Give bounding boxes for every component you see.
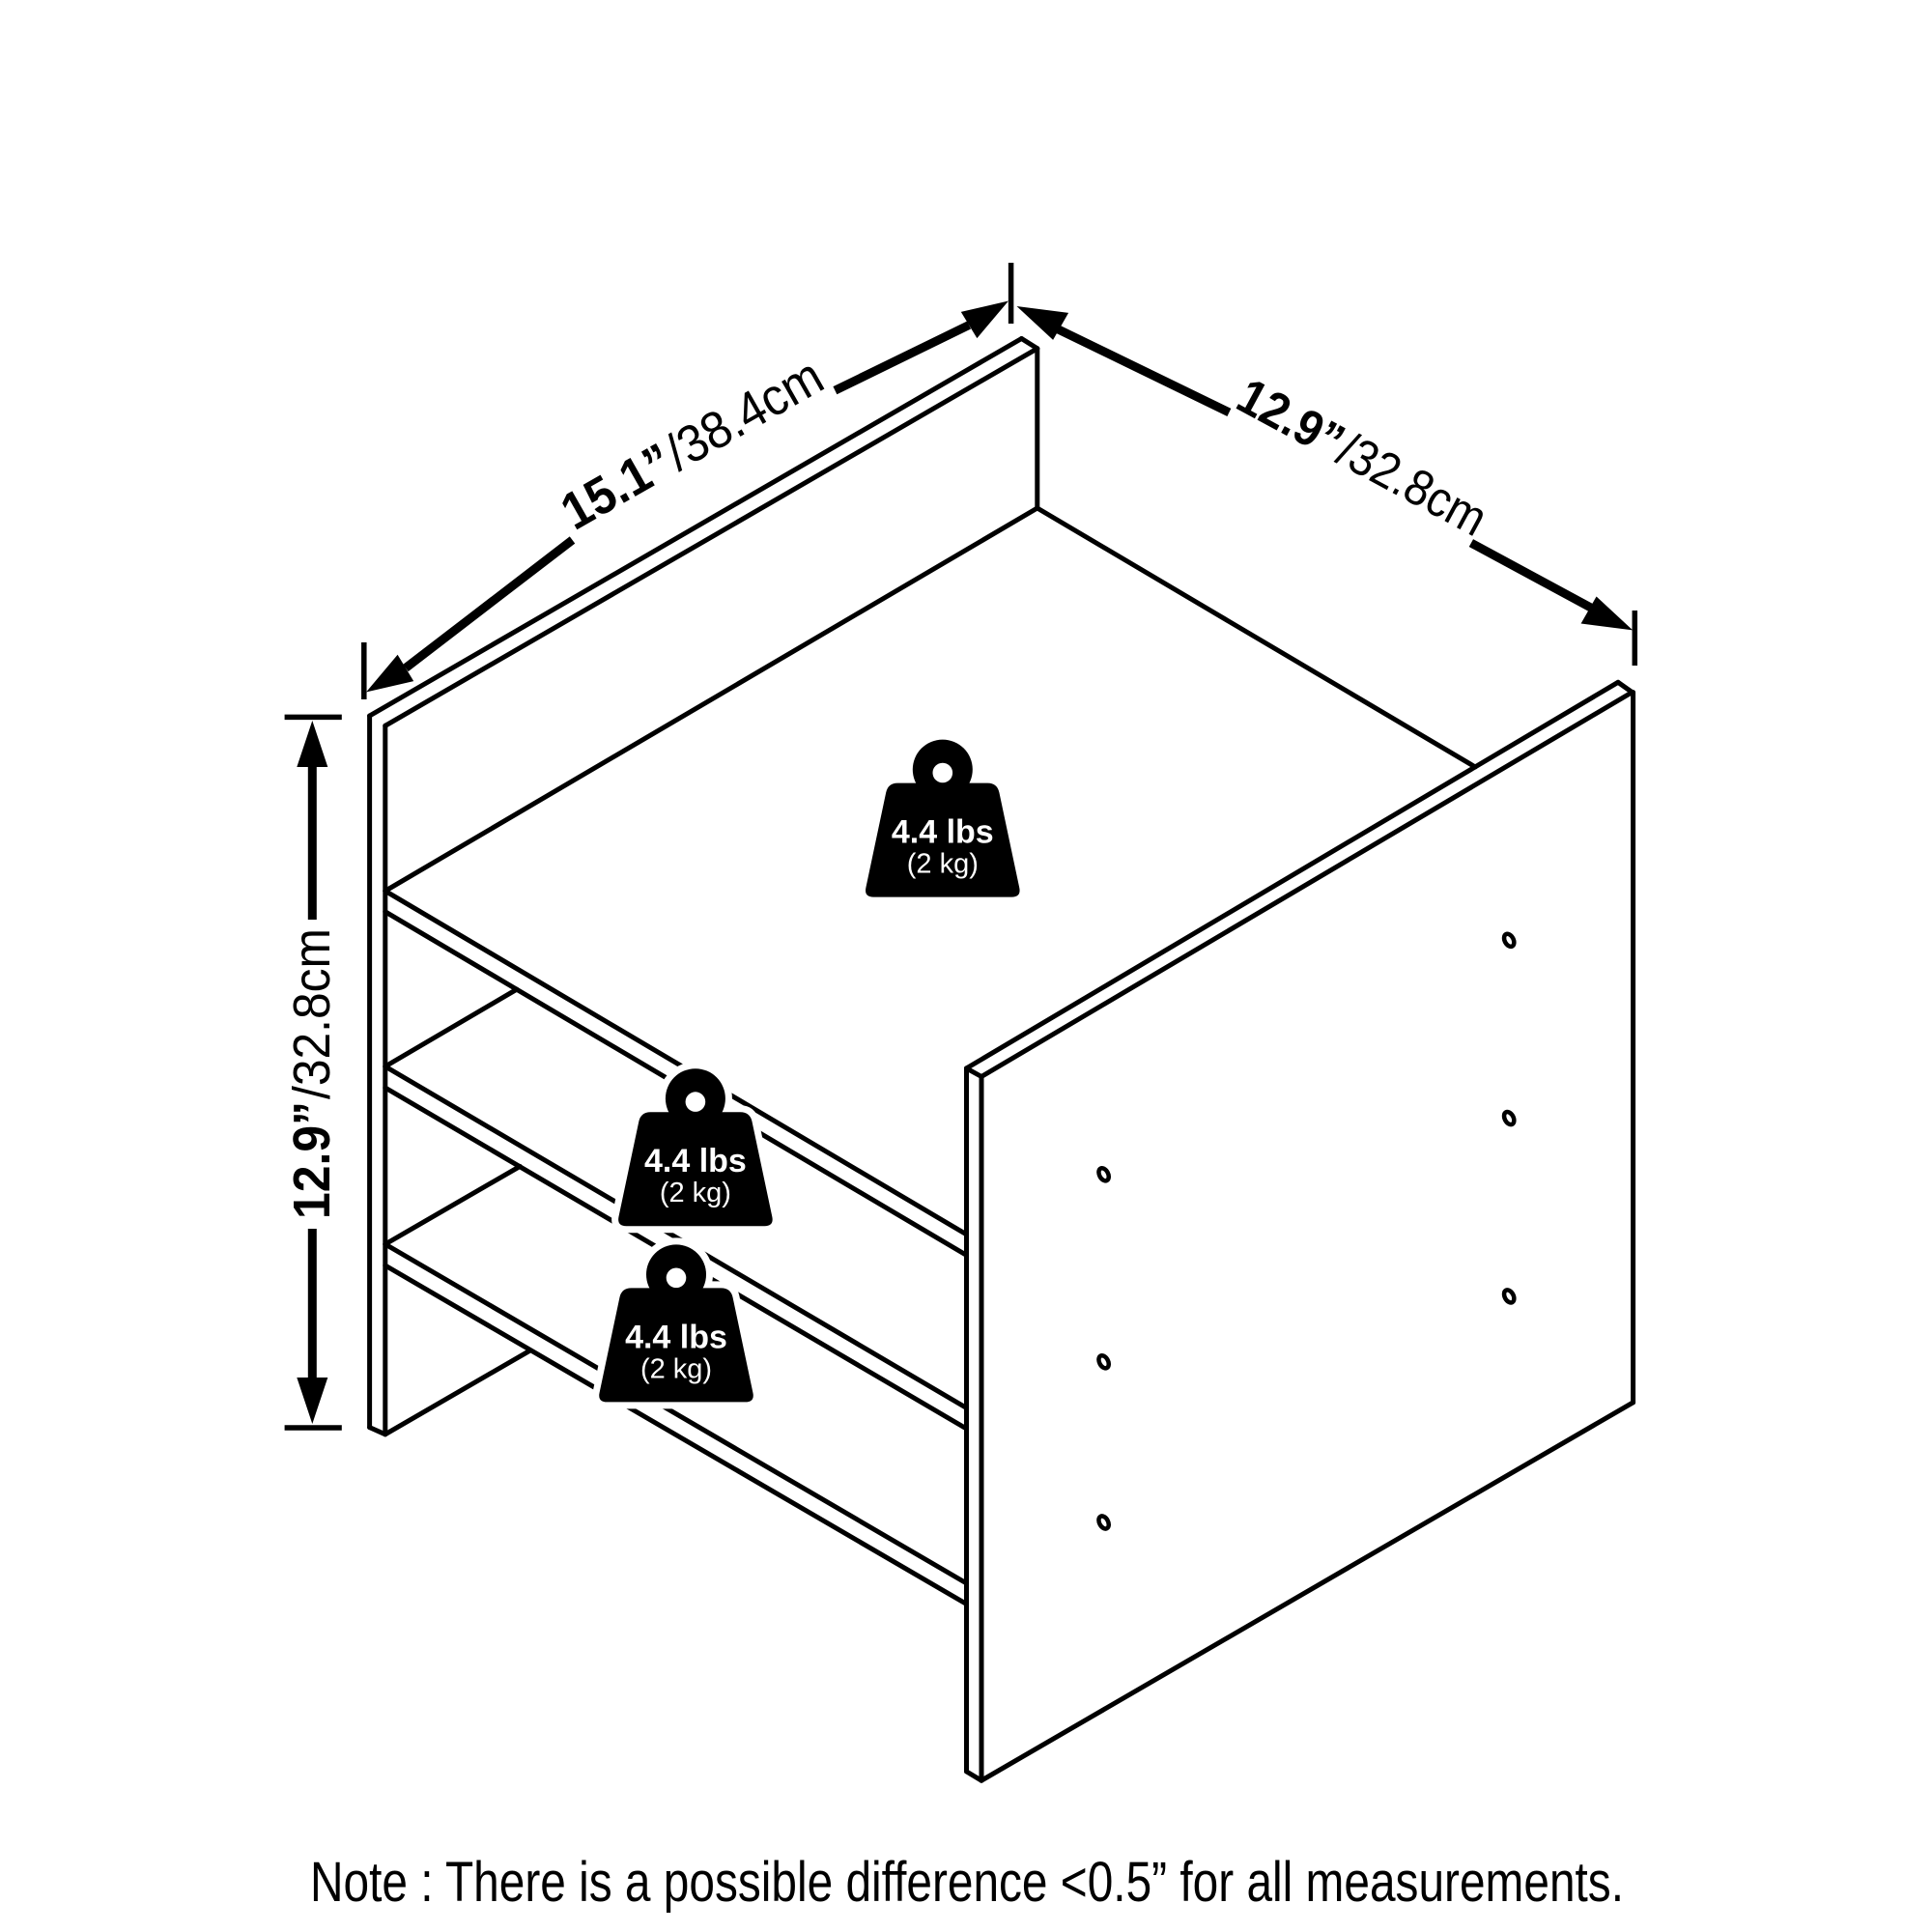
svg-text:12.9”: 12.9”: [283, 1101, 341, 1219]
svg-text:(2 kg): (2 kg): [640, 1353, 712, 1384]
svg-text:(2 kg): (2 kg): [660, 1178, 731, 1208]
svg-text:4.4 lbs: 4.4 lbs: [625, 1319, 727, 1355]
svg-text:Note : There is a possible dif: Note : There is a possible difference <0…: [310, 1851, 1624, 1914]
svg-text:/32.8cm: /32.8cm: [283, 928, 341, 1099]
svg-text:4.4 lbs: 4.4 lbs: [892, 814, 994, 851]
svg-text:4.4 lbs: 4.4 lbs: [644, 1143, 747, 1179]
svg-text:(2 kg): (2 kg): [907, 849, 979, 880]
